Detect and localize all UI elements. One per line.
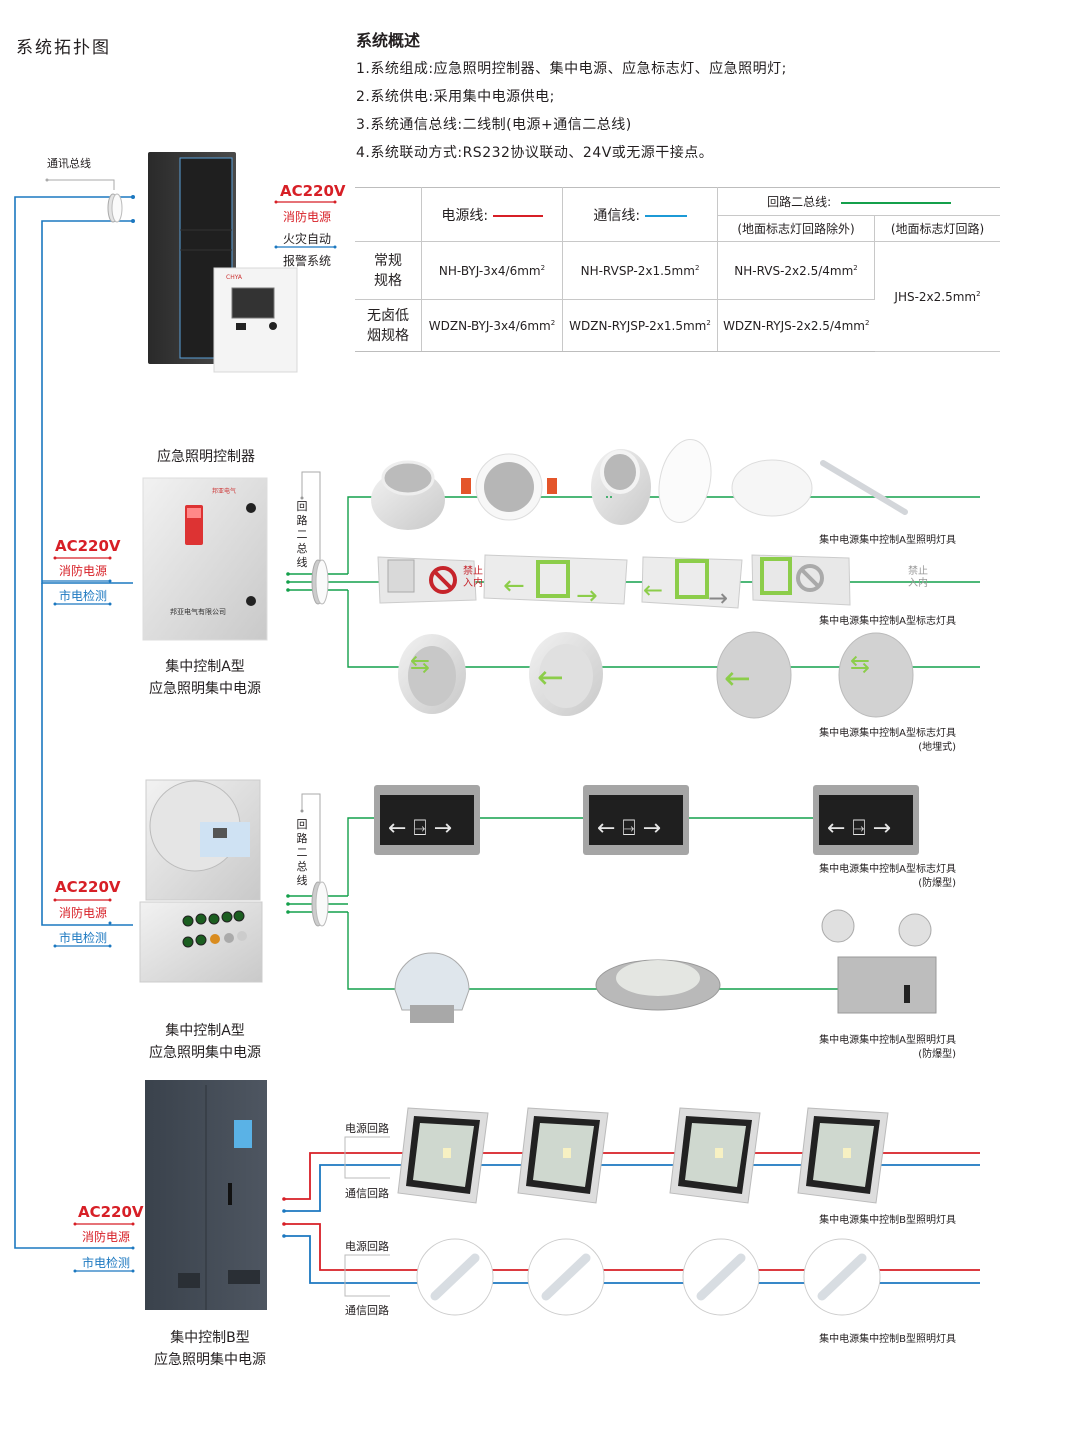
table-row: 常规规格 NH-BYJ-3x4/6mm2 NH-RVSP-2x1.5mm2 NH… [355, 241, 1000, 352]
comm-line-legend [644, 214, 687, 217]
row-label: 无卤低烟规格 [355, 299, 422, 352]
controller-a2-image [139, 779, 263, 983]
fire-alarm-label: 火灾自动 [283, 232, 332, 246]
cell-power: NH-BYJ-3x4/6mm2 [421, 241, 563, 300]
controller-cabinet-image: CHYA [148, 152, 298, 373]
fixture-caption: 集中电源集中控制B型照明灯具 [819, 1334, 956, 1345]
fixture-caption: 集中电源集中控制B型照明灯具 [819, 1215, 956, 1226]
loop-bus-lines-a2 [288, 817, 840, 990]
a1-sign-fixtures: ← → ← → [377, 554, 851, 612]
loop-line-legend [840, 201, 951, 204]
fixture-caption: 集中电源集中控制A型标志灯具(地埋式) [819, 728, 956, 753]
comm-loop-label: 通信回路 [345, 1304, 389, 1317]
spec-header-loop: 回路二总线: [717, 187, 1000, 216]
fire-alarm-label: 报警系统 [283, 254, 332, 268]
no-entry-sign-text: 禁止入内 [463, 566, 483, 589]
controller-a1-image: 邦亚电气有限公司 邦亚电气 [142, 477, 268, 641]
svg-text:CHYA: CHYA [226, 274, 243, 281]
svg-text:←: ← [537, 658, 564, 696]
cell-floor-loop: JHS-2x2.5mm2 [874, 241, 1000, 352]
b-floodlights [397, 1107, 889, 1204]
mains-detect-label: 市电检测 [59, 589, 108, 603]
cell-comm: NH-RVSP-2x1.5mm2 [562, 241, 718, 300]
cell-loop: WDZN-RYJS-2x2.5/4mm2 [717, 299, 875, 352]
power-loop-label: 电源回路 [345, 1122, 389, 1135]
svg-text:→: → [708, 584, 728, 612]
a2-exproof-lights [394, 909, 937, 1023]
comm-bus-leader [47, 179, 115, 190]
svg-text:← ⍈ →: ← ⍈ → [388, 816, 452, 841]
overview: 系统概述 1.系统组成:应急照明控制器、集中电源、应急标志灯、应急照明灯; 2.… [356, 27, 787, 162]
a2-exproof-signs: ← ⍈ → ← ⍈ → ← ⍈ → [374, 785, 919, 855]
overview-item: 4.系统联动方式:RS232协议联动、24V或无源干接点。 [356, 145, 714, 161]
power-unit-caption: 集中控制B型应急照明集中电源 [154, 1330, 266, 1368]
svg-text:←: ← [503, 571, 525, 601]
cell-loop: NH-RVS-2x2.5/4mm2 [717, 241, 875, 300]
overview-item: 2.系统供电:采用集中电源供电; [356, 89, 555, 105]
overview-item: 1.系统组成:应急照明控制器、集中电源、应急标志灯、应急照明灯; [356, 61, 787, 77]
comm-bus-label: 通讯总线 [47, 157, 91, 170]
page-title: 系统拓扑图 [16, 38, 111, 58]
spec-header-comm: 通信线: [562, 187, 718, 242]
fixture-caption: 集中电源集中控制A型标志灯具 [819, 616, 956, 627]
spec-corner [355, 187, 422, 242]
ac220v-label: AC220V [55, 537, 121, 555]
no-entry-sign-text: 禁止入内 [908, 566, 928, 589]
fixture-caption: 集中电源集中控制A型照明灯具 [819, 535, 956, 546]
controller-title: 应急照明控制器 [157, 449, 255, 465]
loop-bus-vertical-label: 回路二总线 [296, 500, 308, 569]
fire-power-label: 消防电源 [59, 906, 108, 920]
svg-text:→: → [576, 581, 598, 611]
loop-bus-vertical-label: 回路二总线 [296, 818, 308, 887]
overview-title: 系统概述 [356, 31, 421, 50]
spec-subheader-loop-except-floor: (地面标志灯回路除外) [717, 215, 875, 242]
cable-spec-table: 电源线: 通信线: 回路二总线: (地面标志灯回路除外) (地面标志灯回路) 常… [355, 187, 1000, 352]
svg-text:←: ← [724, 659, 751, 697]
row-label: 常规规格 [355, 241, 422, 300]
ac220v-label: AC220V [55, 878, 121, 896]
power-unit-caption: 集中控制A型应急照明集中电源 [149, 1023, 261, 1061]
overview-item: 3.系统通信总线:二线制(电源+通信二总线) [356, 117, 632, 133]
spec-subheader-floor-loop: (地面标志灯回路) [874, 215, 1000, 242]
table-row: 无卤低烟规格 WDZN-BYJ-3x4/6mm2 WDZN-RYJSP-2x1.… [355, 299, 1000, 352]
ac220v-label: AC220V [280, 182, 346, 200]
spec-header-power: 电源线: [421, 187, 563, 242]
controller-b-image [145, 1080, 267, 1310]
power-loop-label: 电源回路 [345, 1240, 389, 1253]
svg-text:←: ← [643, 576, 663, 604]
a1-lighting-fixtures [371, 439, 908, 530]
b-tube-lights [416, 1238, 881, 1316]
svg-text:← ⍈ →: ← ⍈ → [827, 816, 891, 841]
fixture-caption: 集中电源集中控制A型标志灯具(防爆型) [819, 864, 956, 889]
comm-loop-label: 通信回路 [345, 1187, 389, 1200]
power-unit-caption: 集中控制A型应急照明集中电源 [149, 659, 261, 697]
fire-power-label: 消防电源 [283, 210, 332, 224]
fixture-caption: 集中电源集中控制A型照明灯具(防爆型) [819, 1035, 956, 1060]
power-line-legend [492, 214, 543, 217]
svg-text:⇆: ⇆ [410, 650, 430, 678]
fire-power-label: 消防电源 [82, 1230, 131, 1244]
mains-detect-label: 市电检测 [82, 1256, 131, 1270]
b-wires [284, 1152, 980, 1284]
comm-bus-lines [14, 196, 133, 1249]
fire-power-label: 消防电源 [59, 564, 108, 578]
svg-text:⇆: ⇆ [850, 650, 870, 678]
cell-comm: WDZN-RYJSP-2x1.5mm2 [562, 299, 718, 352]
svg-text:邦亚电气有限公司: 邦亚电气有限公司 [170, 607, 226, 616]
ac220v-label: AC220V [78, 1203, 144, 1221]
cell-power: WDZN-BYJ-3x4/6mm2 [421, 299, 563, 352]
svg-text:邦亚电气: 邦亚电气 [212, 487, 236, 495]
mains-detect-label: 市电检测 [59, 931, 108, 945]
svg-text:← ⍈ →: ← ⍈ → [597, 816, 661, 841]
a1-floor-fixtures: ⇆ ← ← ⇆ [398, 631, 914, 719]
